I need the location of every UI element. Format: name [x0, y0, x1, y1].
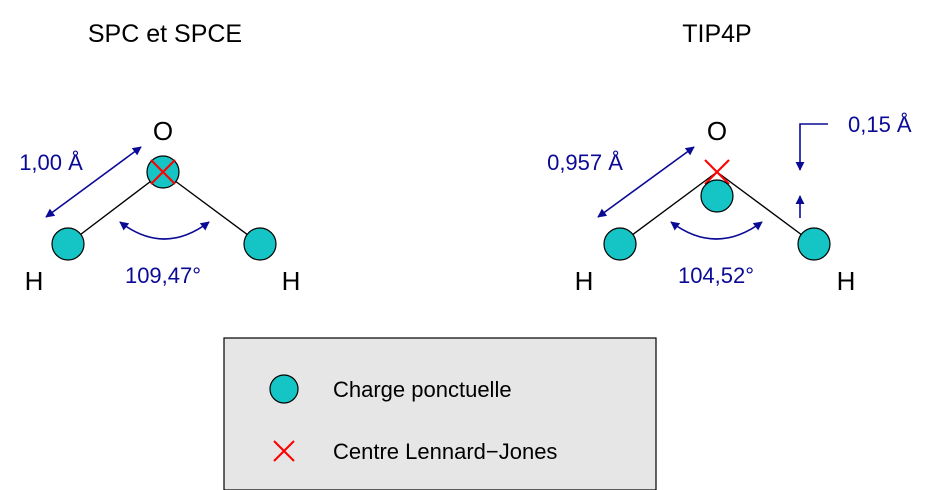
- spc-lj-center-icon: [150, 159, 176, 185]
- spc-bond-length-arrow: [45, 146, 142, 218]
- tip4p-hydrogen-left-label: H: [575, 266, 594, 296]
- spc-bond-length-label: 1,00 Å: [19, 150, 83, 175]
- spc-bond-right: [162, 171, 261, 245]
- tip4p-model: TIP4P O H H 0,957 Å 104,52° 0,15 Å: [547, 20, 912, 296]
- spc-angle-label: 109,47°: [125, 263, 201, 288]
- tip4p-angle-label: 104,52°: [678, 263, 754, 288]
- legend-box: [223, 337, 657, 490]
- tip4p-bond-right: [716, 171, 815, 245]
- legend-lj-label: Centre Lennard−Jones: [333, 439, 557, 464]
- tip4p-bond-length-arrow: [597, 146, 695, 218]
- tip4p-hydrogen-right-label: H: [837, 266, 856, 296]
- legend-charge-label: Charge ponctuelle: [333, 377, 512, 402]
- tip4p-oxygen-label: O: [707, 116, 727, 146]
- tip4p-lj-center-icon: [704, 159, 730, 185]
- spc-hydrogen-right-label: H: [282, 266, 301, 296]
- tip4p-virtual-site-charge: [700, 179, 734, 213]
- circle-icon: [269, 374, 299, 404]
- spc-hydrogen-left-label: H: [25, 266, 44, 296]
- tip4p-hydrogen-left: [603, 227, 637, 261]
- tip4p-bond-left: [619, 171, 718, 245]
- spc-model: SPC et SPCE O H H 1,00 Å 109,47°: [19, 20, 300, 296]
- cross-icon: [273, 440, 295, 462]
- tip4p-bond-length-label: 0,957 Å: [547, 150, 623, 175]
- legend: Charge ponctuelle Centre Lennard−Jones: [223, 337, 657, 490]
- tip4p-angle-arrow: [670, 221, 763, 240]
- spc-hydrogen-left: [51, 227, 85, 261]
- spc-title: SPC et SPCE: [88, 20, 242, 48]
- spc-oxygen-label: O: [153, 116, 173, 146]
- spc-angle-arrow: [119, 221, 210, 240]
- tip4p-offset-label: 0,15 Å: [848, 112, 912, 137]
- tip4p-hydrogen-right: [797, 227, 831, 261]
- tip4p-offset-indicator: [795, 123, 828, 218]
- spc-bond-left: [67, 171, 164, 245]
- spc-hydrogen-right: [243, 227, 277, 261]
- tip4p-title: TIP4P: [682, 20, 751, 48]
